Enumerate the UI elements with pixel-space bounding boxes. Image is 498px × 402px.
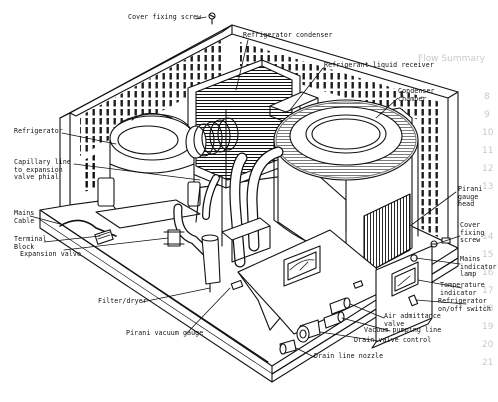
- label-air-admittance-valve: Air admittance valve: [384, 312, 441, 328]
- ghost-number: 15: [482, 250, 494, 260]
- label-refrigerator-switch: Refrigerator on/off switch: [438, 297, 491, 313]
- label-condenser-chamber: Condenser chamber: [398, 87, 435, 103]
- ghost-number: 13: [482, 182, 494, 192]
- label-cover-fixing-screw-top: Cover fixing screw: [128, 13, 202, 21]
- label-drain-line-nozzle: Drain line nozzle: [314, 352, 384, 360]
- expansion-valve: [163, 229, 185, 247]
- label-pirani-gauge-head: Pirani gauge head: [458, 185, 483, 209]
- piping: [173, 146, 284, 268]
- ghost-number: 17: [482, 286, 494, 296]
- ghost-number: 10: [482, 128, 494, 138]
- ghost-number: 20: [482, 340, 494, 350]
- label-mains-indicator-lamp: Mains indicator lamp: [460, 255, 497, 279]
- filter-dryer: [201, 234, 221, 293]
- label-refrigerant-liquid-receiver: Refrigerant liquid receiver: [324, 61, 434, 69]
- label-filter-dryer: Filter/dryer: [98, 297, 147, 305]
- label-capillary-line: Capillary line to expansion valve phial: [14, 158, 71, 182]
- cover-fixing-screw-top: [208, 12, 216, 25]
- label-drain-valve-control: Drain valve control: [354, 336, 432, 344]
- front-control-panel: [237, 229, 438, 349]
- condenser-chamber: [273, 99, 419, 269]
- vacuum-pumping-line-fitting: [323, 311, 345, 329]
- ghost-number: 8: [484, 92, 490, 102]
- air-admittance-valve: [329, 297, 351, 315]
- drain-line-nozzle: [279, 339, 297, 355]
- label-terminal-block: Terminal Block: [14, 235, 47, 251]
- ghost-number: 14: [482, 232, 494, 242]
- label-temperature-indicator: Temperature indicator: [440, 281, 485, 297]
- leader-lines: [29, 16, 467, 358]
- ghost-number: 16: [482, 268, 494, 278]
- ghost-heading: Flow Summary: [418, 54, 485, 64]
- label-expansion-valve: Expansion valve: [20, 250, 82, 258]
- ghost-number: 9: [484, 110, 490, 120]
- ghost-number: 21: [482, 358, 494, 368]
- ghost-number: 18: [482, 304, 494, 314]
- label-vacuum-pumping-line: Vacuum pumping line: [364, 326, 442, 334]
- ghost-number: 12: [482, 164, 494, 174]
- pirani-gauge-head: [221, 217, 271, 263]
- ghost-number: 19: [482, 322, 494, 332]
- drain-valve-control-knob: [296, 319, 321, 343]
- label-refrigerator: Refrigerator: [14, 127, 63, 135]
- label-refrigerator-condenser: Refrigerator condenser: [243, 31, 333, 39]
- label-cover-fixing-screw-right: Cover fixing screw: [460, 221, 485, 245]
- label-pirani-vacuum-gauge: Pirani vacuum gauge: [126, 329, 204, 337]
- capillary-coil: [185, 117, 239, 159]
- mains-cable-and-terminal-block: [59, 219, 117, 245]
- ghost-number: 11: [482, 146, 494, 156]
- label-mains-cable: Mains Cable: [14, 209, 35, 225]
